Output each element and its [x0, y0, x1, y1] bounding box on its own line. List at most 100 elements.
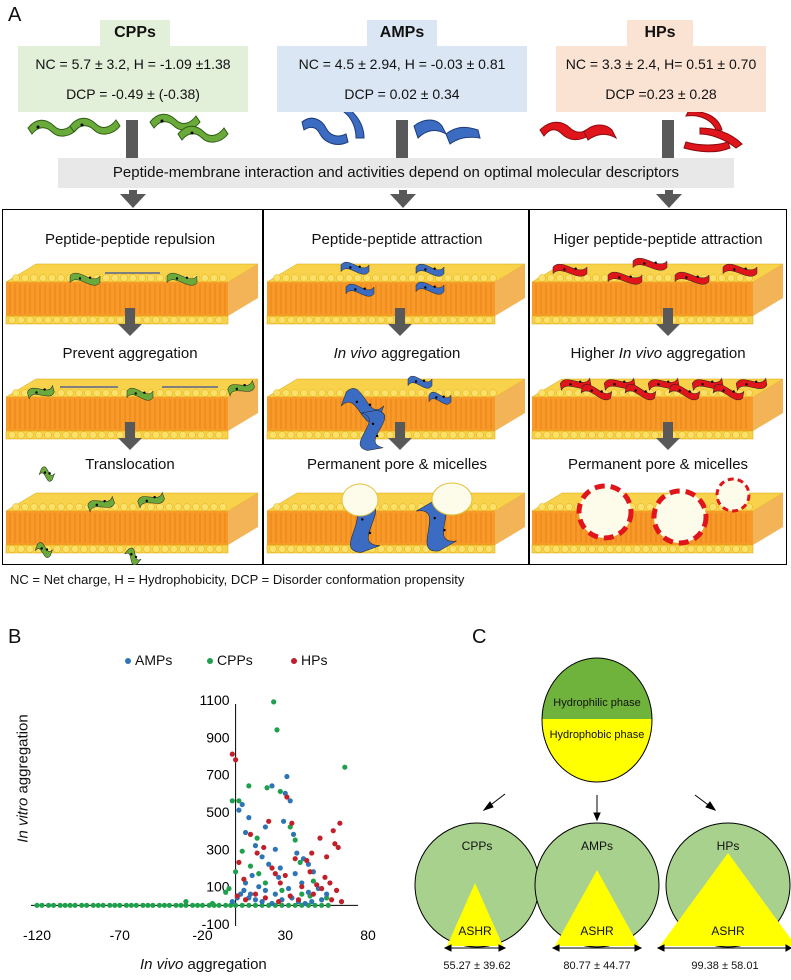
series-amps: [229, 773, 330, 907]
scatter-point-cpps: [236, 798, 242, 804]
scatter-point-cpps: [247, 863, 254, 869]
x-tick-label: 80: [360, 927, 376, 943]
scatter-point-cpps: [292, 837, 298, 843]
scatter-point-hps: [247, 831, 254, 837]
mechanism-banner: Peptide-membrane interaction and activit…: [58, 158, 734, 188]
scatter-point-hps: [262, 895, 268, 901]
legend-label-amps: AMPs: [135, 652, 173, 668]
scatter-point-cpps: [50, 902, 57, 908]
x-tick-label: -20: [192, 927, 212, 943]
amps-row2-italic: In vivo: [333, 345, 377, 362]
scatter-point-cpps: [297, 859, 303, 865]
amps-row3-title: Permanent pore & micelles: [306, 456, 488, 473]
scatter-point-amps: [256, 884, 262, 890]
scatter-point-cpps: [189, 902, 196, 908]
amp-peptide-r1-d: [415, 281, 445, 295]
scatter-point-hps: [310, 891, 316, 897]
scatter-point-cpps: [123, 902, 129, 908]
panel-a-letter: A: [8, 4, 22, 26]
scatter-point-cpps: [262, 880, 268, 886]
amp-peptide-r2-d: [428, 391, 452, 405]
series-hps: [229, 751, 345, 905]
scatter-point-amps: [284, 773, 290, 780]
scatter-point-amps: [262, 824, 268, 830]
cpps-row2-title: Prevent aggregation: [62, 345, 198, 362]
amps-tag: AMPs: [367, 20, 437, 46]
y-axis-title: In vitro aggregation: [15, 714, 32, 844]
scatter-point-cpps: [223, 902, 229, 908]
panel-a-top-graphics: [27, 112, 743, 208]
row-arrow-1-1: [118, 308, 142, 336]
scatter-point-cpps: [279, 902, 285, 908]
legend-label-cpps: CPPs: [217, 652, 253, 668]
hps-row2-rest: aggregation: [662, 345, 746, 362]
hps-ashr-label: ASHR: [711, 924, 745, 938]
scatter-point-hps: [295, 897, 302, 903]
scatter-point-cpps: [117, 902, 123, 908]
series-cpps: [34, 699, 348, 908]
scatter-point-cpps: [57, 902, 63, 908]
scatter-point-hps: [229, 751, 235, 757]
y-axis-title-rest: aggregation: [14, 714, 32, 798]
scatter-legend: AMPs CPPs HPs: [125, 652, 425, 672]
grid-divider-1: [262, 209, 264, 565]
hp-aggregate-r2-9: [735, 377, 768, 391]
y-axis-title-italic: In vitro: [14, 797, 32, 843]
hp-peptide-r1-c: [722, 263, 758, 277]
y-tick-label: 300: [206, 841, 230, 857]
scatter-point-cpps: [90, 902, 96, 908]
scatter-point-amps: [252, 897, 259, 903]
scatter-point-hps: [330, 828, 336, 834]
scatter-point-cpps: [312, 902, 318, 908]
amp-peptide-r1-a: [340, 261, 370, 275]
scatter-point-cpps: [239, 848, 245, 854]
scatter-point-hps: [276, 899, 282, 905]
scatter-point-cpps: [145, 902, 151, 908]
scatter-point-hps: [284, 794, 290, 800]
amps-descriptor-box: NC = 4.5 ± 2.94, H = -0.03 ± 0.81 DCP = …: [277, 46, 527, 112]
scatter-point-cpps: [133, 902, 139, 908]
legend-marker-hps: [291, 658, 297, 664]
scatter-point-cpps: [150, 902, 156, 908]
amp-peptide-r1-c: [345, 283, 375, 297]
scatter-point-cpps: [128, 902, 134, 908]
cpps-row1-title: Peptide-peptide repulsion: [44, 231, 216, 248]
scatter-point-hps: [269, 865, 275, 871]
row-arrow-1-2: [388, 308, 412, 336]
cpp-peptide-r3-a: [38, 466, 55, 482]
ashr-diagram: [414, 657, 791, 952]
hp-peptide-r1-b: [632, 257, 668, 271]
scatter-point-cpps: [246, 902, 252, 908]
x-axis-title-rest: aggregation: [183, 956, 267, 973]
scatter-point-cpps: [233, 869, 239, 875]
scatter-point-amps: [241, 887, 247, 893]
row-arrow-2-2: [388, 422, 412, 450]
hps-row1-title: Higer peptide-peptide attraction: [553, 231, 763, 248]
amps-line1: NC = 4.5 ± 2.94, H = -0.03 ± 0.81: [298, 56, 506, 72]
x-tick-label: -120: [23, 927, 51, 943]
cpps-tag: CPPs: [100, 20, 170, 46]
hp-aggregate-r2-4: [624, 384, 657, 401]
grid-divider-2: [528, 209, 530, 565]
hps-descriptor-box: NC = 3.3 ± 2.4, H= 0.51 ± 0.70 DCP =0.23…: [556, 46, 766, 112]
mechanism-grid-frame: [2, 209, 787, 565]
scatter-point-amps: [246, 815, 252, 821]
membrane-r2-c3: [531, 378, 784, 440]
scatter-point-amps: [302, 900, 308, 907]
scatter-point-hps: [299, 884, 305, 890]
scatter-point-cpps: [324, 895, 330, 901]
cpps-ashr-triangle: [447, 883, 503, 946]
hps-line1: NC = 3.3 ± 2.4, H= 0.51 ± 0.70: [565, 56, 757, 72]
scatter-point-hps: [266, 818, 272, 824]
scatter-point-amps: [319, 897, 325, 903]
scatter-point-hps: [324, 854, 330, 860]
scatter-point-amps: [280, 818, 287, 824]
scatter-point-cpps: [166, 902, 172, 908]
scatter-point-cpps: [183, 899, 189, 905]
scatter-point-hps: [261, 844, 267, 851]
y-tick-label: 500: [206, 804, 230, 820]
x-axis-title-italic: In vivo: [140, 956, 184, 973]
scatter-point-cpps: [271, 699, 277, 705]
